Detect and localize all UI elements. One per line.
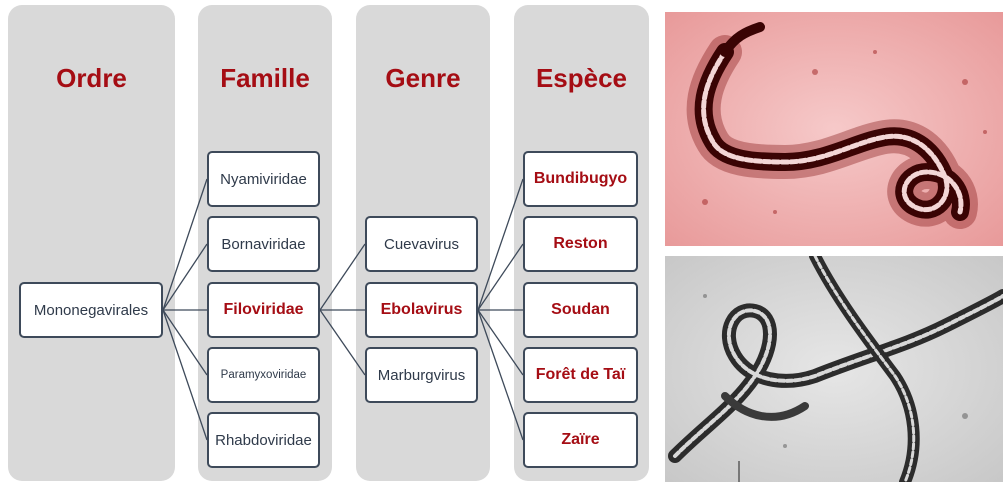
column-title-espece: Espèce [535, 63, 628, 93]
node-mononegavirales: Mononegavirales [19, 282, 163, 338]
column-title-ordre: Ordre [56, 63, 127, 93]
node-foret-de-tai: Forêt de Taï [523, 347, 638, 403]
node-paramyxoviridae: Paramyxoviridae [207, 347, 320, 403]
column-title-genre: Genre [385, 63, 461, 93]
node-nyamiviridae: Nyamiviridae [207, 151, 320, 207]
node-cuevavirus: Cuevavirus [365, 216, 478, 272]
node-soudan: Soudan [523, 282, 638, 338]
node-reston: Reston [523, 216, 638, 272]
node-filoviridae: Filoviridae [207, 282, 320, 338]
micrograph-gray [665, 256, 1003, 482]
node-zaire: Zaïre [523, 412, 638, 468]
node-bundibugyo: Bundibugyo [523, 151, 638, 207]
node-bornaviridae: Bornaviridae [207, 216, 320, 272]
node-marburgvirus: Marburgvirus [365, 347, 478, 403]
node-ebolavirus: Ebolavirus [365, 282, 478, 338]
column-title-famille: Famille [220, 63, 310, 93]
node-rhabdoviridae: Rhabdoviridae [207, 412, 320, 468]
micrograph-red [665, 12, 1003, 246]
column-ordre: Ordre [8, 5, 175, 481]
